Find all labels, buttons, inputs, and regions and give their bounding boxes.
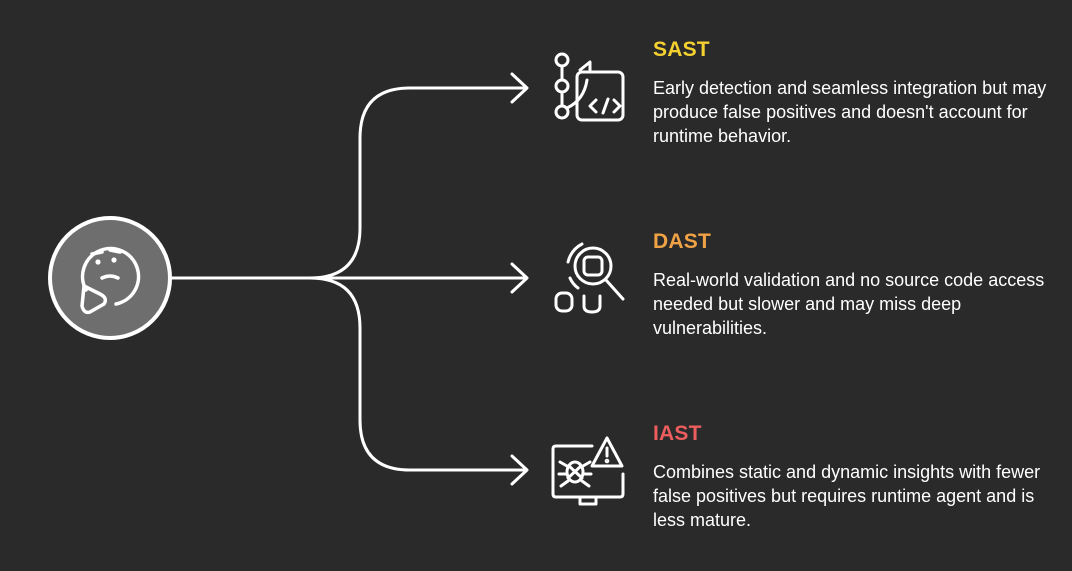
arrowhead-iast bbox=[510, 454, 529, 486]
option-title-iast: IAST bbox=[653, 422, 702, 445]
option-description-sast: Early detection and seamless integration… bbox=[653, 78, 1047, 146]
monitor-bug-warning-icon bbox=[551, 436, 625, 506]
option-description-iast: Combines static and dynamic insights wit… bbox=[653, 462, 1041, 530]
connector-to-sast bbox=[168, 86, 527, 280]
arrowhead-dast bbox=[510, 262, 529, 294]
hub-node bbox=[48, 216, 172, 340]
connector-lines bbox=[168, 72, 529, 486]
git-branch-code-icon bbox=[554, 52, 625, 122]
option-iast: IAST Combines static and dynamic insight… bbox=[653, 422, 1063, 532]
arrowhead-sast bbox=[510, 72, 529, 104]
option-title-sast: SAST bbox=[653, 38, 710, 61]
connector-to-iast bbox=[168, 276, 527, 472]
option-sast: SAST Early detection and seamless integr… bbox=[653, 38, 1063, 148]
search-scan-icon bbox=[554, 242, 625, 314]
thinking-face-icon bbox=[80, 246, 141, 315]
option-title-dast: DAST bbox=[653, 230, 711, 253]
option-description-dast: Real-world validation and no source code… bbox=[653, 270, 1045, 338]
option-dast: DAST Real-world validation and no source… bbox=[653, 230, 1063, 340]
